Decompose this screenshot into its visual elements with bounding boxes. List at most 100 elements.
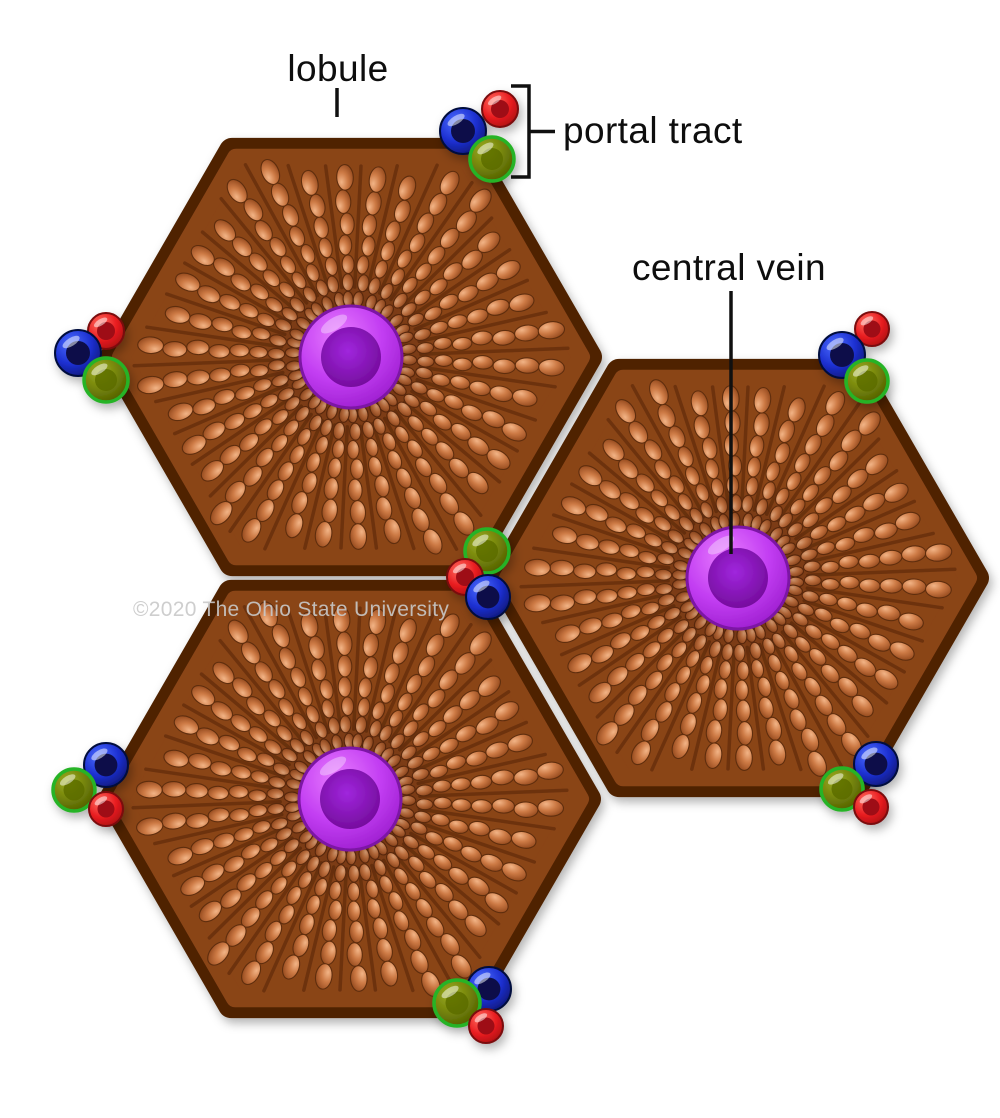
lobule-top-left (100, 137, 602, 577)
hepatocyte (207, 785, 230, 801)
bile-duct-icon (51, 767, 97, 813)
hepatocyte (825, 390, 846, 416)
portal-tract-6 (51, 742, 129, 827)
hepatocyte (829, 617, 850, 634)
portal-tract-4 (818, 311, 890, 404)
hepatocyte (349, 965, 368, 992)
hepatocyte (314, 963, 333, 990)
hepatocyte (834, 536, 856, 552)
portal-tract-label: portal tract (563, 110, 743, 151)
hepatocyte (814, 497, 833, 515)
hepatocyte (241, 518, 262, 543)
hepatocyte (368, 608, 387, 635)
hepatocyte (236, 746, 258, 763)
copyright-watermark: ©2020 The Ohio State University (133, 598, 450, 621)
hepatocyte (595, 562, 618, 577)
hepatocyte (427, 688, 446, 709)
bile-duct-icon (844, 358, 890, 404)
hepatocyte (278, 904, 295, 925)
hepatocyte (429, 278, 448, 296)
hepatocyte (537, 321, 566, 340)
lobule-label: lobule (287, 48, 389, 89)
hepatocyte (246, 696, 266, 716)
hepatocyte (865, 453, 889, 476)
central-vein (685, 525, 791, 631)
portal-tract-3 (446, 527, 511, 620)
central-vein (298, 304, 404, 410)
hepatocyte (630, 740, 652, 766)
hepatocyte (336, 631, 353, 656)
hepatocyte (774, 442, 791, 465)
hepatic-artery-icon (854, 311, 890, 347)
hepatocyte (137, 375, 165, 395)
hepatocyte (255, 447, 274, 468)
hepatocyte (229, 808, 250, 822)
hepatocyte (432, 413, 452, 431)
hepatocyte (851, 694, 874, 718)
hepatocyte (460, 404, 483, 422)
hepatocyte (537, 799, 565, 817)
hepatocyte (501, 862, 527, 882)
hepatocyte (383, 518, 402, 545)
hepatocyte (524, 558, 551, 577)
hepatocyte (477, 675, 501, 698)
hepatocyte (495, 260, 521, 281)
annotations (335, 84, 733, 554)
hepatocyte (471, 355, 494, 370)
hepatocyte (349, 523, 368, 550)
hepatocyte (258, 601, 279, 628)
hepatocyte (671, 733, 690, 760)
hepatocyte (163, 749, 190, 768)
portal-tract-7 (432, 966, 512, 1044)
hepatic-artery-icon (468, 1008, 504, 1044)
hepatocyte (167, 402, 194, 422)
hepatocyte (644, 670, 664, 691)
hepatocyte (212, 661, 235, 685)
hepatocyte (230, 273, 252, 292)
hepatocyte (190, 244, 215, 267)
portal-vein-icon (83, 742, 129, 788)
hepatocyte (227, 619, 249, 645)
hepatocyte (635, 506, 655, 524)
hepatocyte (207, 941, 230, 966)
hepatocyte (213, 388, 236, 405)
hepatocyte (319, 678, 334, 700)
hepatocyte (281, 954, 301, 980)
hepatocyte (704, 742, 723, 769)
bile-duct-icon (82, 356, 130, 404)
portal-vein-icon (465, 574, 511, 620)
hepatic-artery-icon (853, 789, 889, 825)
hepatocyte (348, 920, 365, 944)
hepatic-artery-icon (446, 558, 484, 596)
hepatic-artery-icon (481, 90, 519, 128)
hepatocyte (422, 528, 443, 555)
hepatocyte (180, 875, 206, 896)
hepatocyte (226, 178, 248, 204)
hepatocyte (655, 701, 673, 723)
hepatocyte (874, 668, 899, 690)
hepatocyte (448, 819, 469, 834)
hepatocyte (398, 618, 417, 644)
hepatocyte (137, 336, 165, 355)
hepatocyte (554, 624, 581, 643)
hepatocyte (414, 457, 433, 478)
hepatocyte (452, 357, 473, 372)
portal-tract-5 (819, 741, 899, 825)
hepatocyte (511, 388, 538, 407)
portal-vein-icon (439, 107, 487, 155)
bile-duct-icon (468, 135, 516, 183)
hepatocyte (339, 212, 355, 236)
hepatocyte (186, 339, 210, 356)
portal-tract-1 (439, 90, 519, 183)
hepatocyte (207, 807, 230, 823)
bile-duct-icon (819, 766, 865, 812)
hepatocyte (240, 843, 261, 860)
hepatocyte (191, 685, 216, 707)
hepatocyte (285, 513, 304, 539)
hepatocyte (332, 606, 351, 633)
hepatocyte (649, 379, 669, 406)
hepatocyte (406, 439, 423, 459)
hepatocyte (380, 683, 396, 704)
